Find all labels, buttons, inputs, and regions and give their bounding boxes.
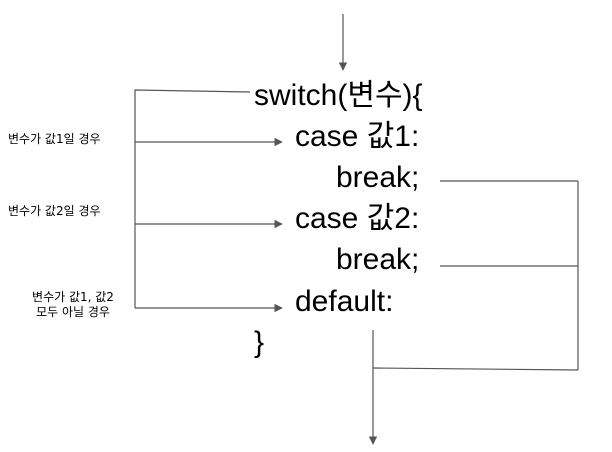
case2-condition-label: 변수가 값2일 경우 [8,204,101,218]
case1-line: case 값1: [295,120,420,153]
default-condition-label-line1: 변수가 값1, 값2 [32,290,114,304]
close-brace: } [254,326,265,359]
dispatch-bracket [134,89,251,308]
break1-line: break; [336,161,420,194]
switch-line: switch(변수){ [254,79,423,112]
default-line: default: [295,285,394,318]
case2-line: case 값2: [295,202,420,235]
case1-condition-label: 변수가 값1일 경우 [8,132,101,146]
bottom-return-line [372,367,579,371]
default-condition-label: 변수가 값1, 값2 모두 아닐 경우 [18,290,128,320]
default-condition-label-line2: 모두 아닐 경우 [36,305,110,319]
break2-line: break; [336,243,420,276]
